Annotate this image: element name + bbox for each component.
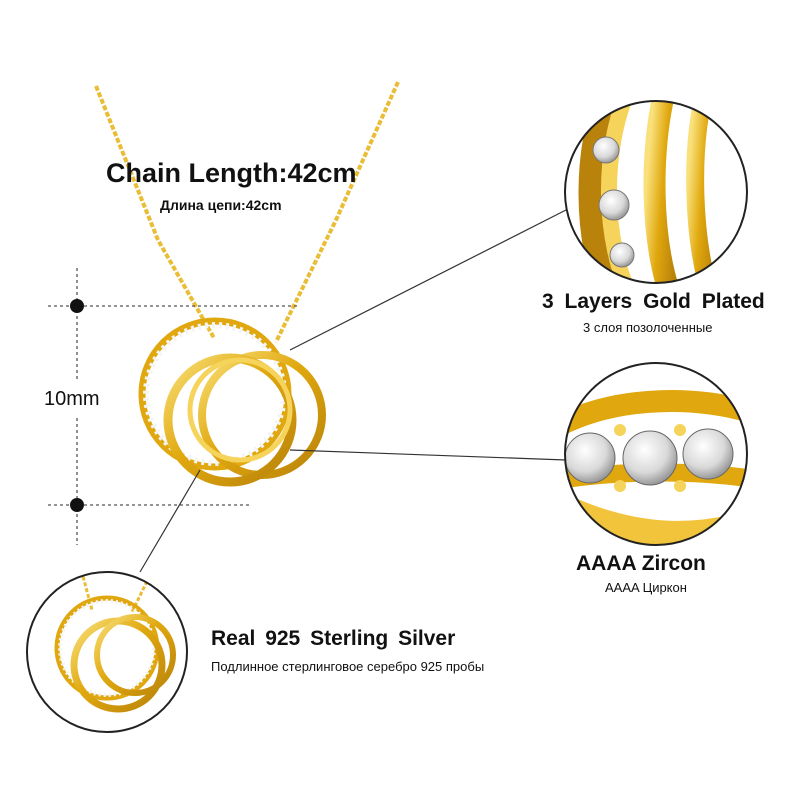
leader-line-gold <box>289 209 567 351</box>
chain-length-label: Chain Length:42cm <box>106 158 357 188</box>
silver-label-ru: Подлинное стерлинговое серебро 925 пробы <box>211 659 485 674</box>
leader-line-silver <box>139 469 201 573</box>
gold-plated-label: 3 Layers Gold Plated <box>542 290 765 313</box>
detail-circle-silver <box>27 572 187 732</box>
zircon-label-ru: AAAA Циркон <box>605 580 687 595</box>
silver-label: Real 925 Sterling Silver <box>211 627 456 650</box>
zircon-label: AAAA Zircon <box>576 552 706 575</box>
pendant-main <box>138 317 326 487</box>
gold-plated-label-ru: 3 слоя позолоченные <box>583 320 713 335</box>
dimension-dot-bottom <box>70 498 84 512</box>
dimension-label: 10mm <box>44 388 100 410</box>
dimension-dot-top <box>70 299 84 313</box>
chain-length-label-ru: Длина цепи:42cm <box>160 197 282 213</box>
detail-circle-gold-plated <box>565 101 747 283</box>
leader-line-zircon <box>289 449 567 461</box>
chain-left <box>94 85 216 339</box>
dimension-marker <box>48 268 300 545</box>
chain-right <box>274 81 400 343</box>
